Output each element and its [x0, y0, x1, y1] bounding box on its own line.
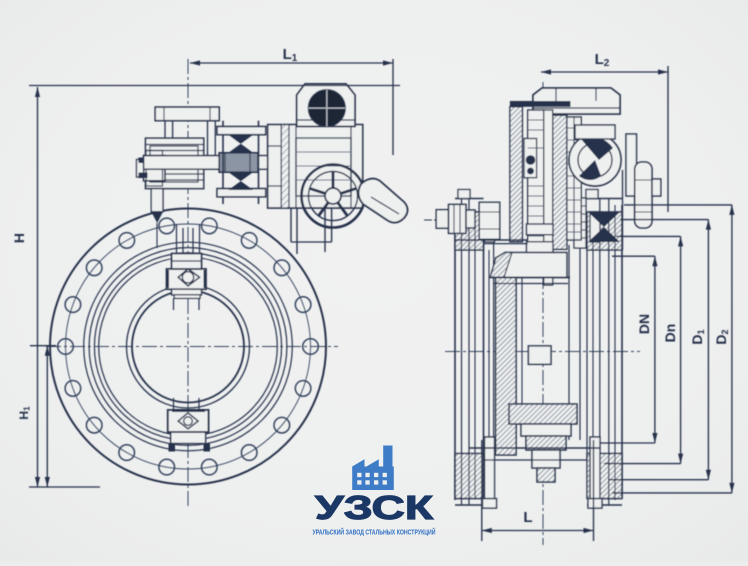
- svg-text:УРАЛЬСКИЙ ЗАВОД СТАЛЬНЫХ КОНСТ: УРАЛЬСКИЙ ЗАВОД СТАЛЬНЫХ КОНСТРУКЦИЙ: [313, 528, 436, 537]
- svg-text:УЗСК: УЗСК: [315, 490, 434, 527]
- svg-text:Dn: Dn: [662, 324, 678, 343]
- svg-text:H: H: [11, 233, 27, 243]
- svg-text:L: L: [523, 509, 532, 526]
- svg-text:DN: DN: [636, 314, 652, 334]
